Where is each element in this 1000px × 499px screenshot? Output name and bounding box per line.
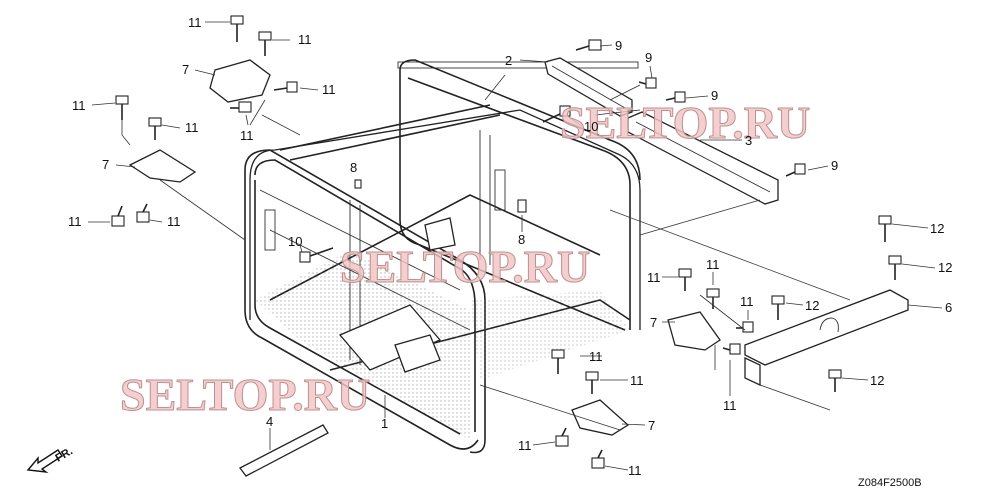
leader-lines <box>88 21 943 471</box>
front-direction-indicator: FR. <box>26 445 75 473</box>
callout[interactable]: 11 <box>628 463 642 478</box>
callout[interactable]: 9 <box>831 158 838 173</box>
support-bar-6[interactable] <box>744 289 909 387</box>
main-frame[interactable] <box>244 59 641 454</box>
arrow-icon <box>26 449 63 473</box>
callout[interactable]: 1 <box>381 416 388 431</box>
callout[interactable]: 6 <box>945 300 952 315</box>
callout[interactable]: 7 <box>182 62 189 77</box>
callout[interactable]: 11 <box>630 373 644 388</box>
callout[interactable]: 11 <box>589 349 603 364</box>
callout[interactable]: 11 <box>240 128 254 143</box>
callout[interactable]: 11 <box>72 98 86 113</box>
callout[interactable]: 11 <box>167 214 181 229</box>
drawing-code: Z084F2500B <box>858 477 922 489</box>
callout[interactable]: 9 <box>645 50 652 65</box>
callout[interactable]: 4 <box>266 414 273 429</box>
callout[interactable]: 11 <box>518 438 532 453</box>
callout[interactable]: 12 <box>805 298 819 313</box>
callout[interactable]: 9 <box>711 88 718 103</box>
callout[interactable]: 7 <box>648 418 655 433</box>
watermarks: SELTOP.RU SELTOP.RU SELTOP.RU <box>120 97 811 421</box>
callout[interactable]: 9 <box>615 38 622 53</box>
callout[interactable]: 11 <box>647 270 661 285</box>
rod-4[interactable] <box>239 424 329 477</box>
bolts <box>111 15 902 469</box>
callout[interactable]: 11 <box>298 32 312 47</box>
rail-2[interactable] <box>544 57 633 117</box>
callout[interactable]: 11 <box>185 120 199 135</box>
watermark: SELTOP.RU <box>340 241 590 292</box>
callout[interactable]: 8 <box>350 160 357 175</box>
rail-3[interactable] <box>627 111 779 205</box>
callout[interactable]: 12 <box>870 373 884 388</box>
watermark: SELTOP.RU <box>560 97 810 148</box>
callout[interactable]: 10 <box>584 119 598 134</box>
callout[interactable]: 11 <box>706 257 720 272</box>
callouts: 11 11 7 11 11 11 11 7 11 11 8 2 9 9 9 10… <box>68 15 952 478</box>
callout[interactable]: 3 <box>745 133 752 148</box>
callout[interactable]: 11 <box>723 398 737 413</box>
callout[interactable]: 11 <box>740 294 754 309</box>
callout[interactable]: 11 <box>68 214 82 229</box>
bracket-7[interactable] <box>128 59 721 436</box>
callout[interactable]: 11 <box>188 15 202 30</box>
watermark: SELTOP.RU <box>120 369 370 420</box>
callout[interactable]: 8 <box>518 232 525 247</box>
callout[interactable]: 11 <box>322 82 336 97</box>
callout[interactable]: 10 <box>288 234 302 249</box>
callout[interactable]: 7 <box>650 315 657 330</box>
callout[interactable]: 12 <box>930 221 944 236</box>
callout[interactable]: 12 <box>938 260 952 275</box>
callout[interactable]: 7 <box>102 157 109 172</box>
front-label: FR. <box>54 445 75 464</box>
callout[interactable]: 2 <box>505 53 512 68</box>
